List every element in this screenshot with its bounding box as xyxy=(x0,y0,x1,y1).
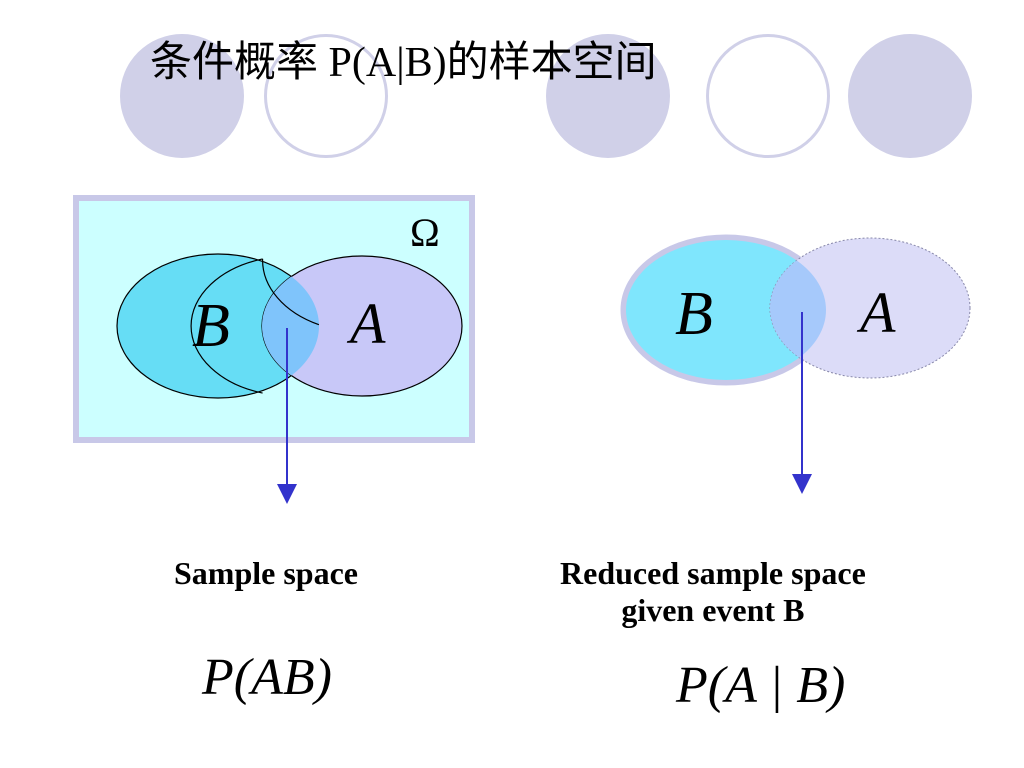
set-a-left-label: A xyxy=(346,291,386,356)
title-chinese-tail: 的样本空间 xyxy=(446,40,657,86)
decor-circle-5 xyxy=(848,34,972,158)
title-chinese: 条件概率 xyxy=(150,40,319,86)
slide-title: 条件概率 P(A|B)的样本空间 xyxy=(150,38,657,88)
decor-circle-2 xyxy=(264,34,388,158)
set-b-right-label: B xyxy=(675,280,713,348)
set-b-right xyxy=(626,240,826,380)
caption-reduced-space: Reduced sample space given event B xyxy=(560,555,866,629)
decor-circle-4 xyxy=(706,34,830,158)
decor-circle-3 xyxy=(546,34,670,158)
omega-label: Ω xyxy=(410,210,440,255)
formula-joint: P(AB) xyxy=(202,649,332,706)
title-expression: P(A|B) xyxy=(328,40,447,86)
set-a-right-label: A xyxy=(856,280,896,345)
caption-sample-space: Sample space xyxy=(174,555,358,591)
caption-reduced-line1: Reduced sample space xyxy=(560,555,866,591)
decor-circle-1 xyxy=(120,34,244,158)
set-b-left-label: B xyxy=(192,292,230,360)
intersection-outline-left xyxy=(190,258,320,394)
formula-conditional: P(A | B) xyxy=(676,657,846,714)
caption-reduced-line2: given event B xyxy=(621,591,805,628)
